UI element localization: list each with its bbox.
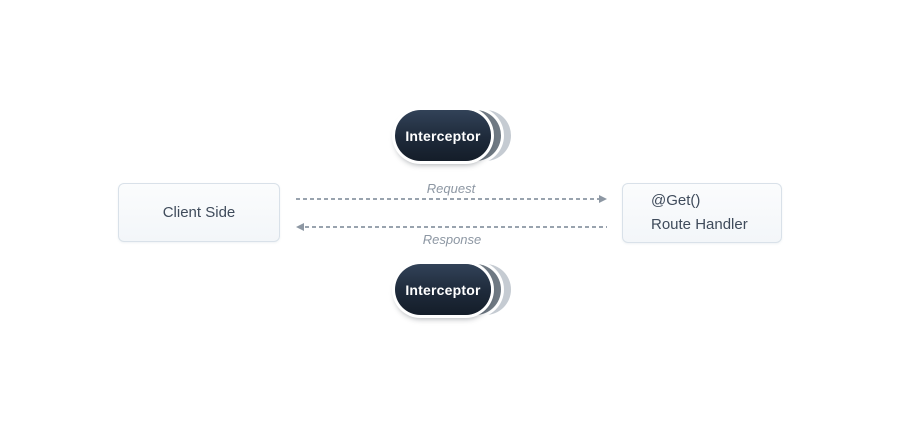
request-label: Request: [426, 181, 476, 196]
response-label: Response: [422, 232, 482, 247]
response-arrowhead-icon: [296, 223, 304, 231]
interceptor-bottom-label: Interceptor: [405, 281, 481, 298]
route-handler-box: @Get() Route Handler: [622, 183, 782, 243]
interceptor-pill: Interceptor: [395, 110, 491, 161]
route-handler-decorator: @Get(): [651, 192, 701, 209]
interceptor-top-label: Interceptor: [405, 127, 481, 144]
response-arrow: [305, 226, 607, 228]
client-side-box: Client Side: [118, 183, 280, 242]
interceptor-pill-bottom: Interceptor: [395, 264, 513, 315]
interceptor-pill: Interceptor: [395, 264, 491, 315]
route-handler-label: Route Handler: [651, 216, 748, 233]
request-arrowhead-icon: [599, 195, 607, 203]
interceptor-pill-top: Interceptor: [395, 110, 513, 161]
client-side-label: Client Side: [162, 204, 236, 221]
request-arrow: [296, 198, 599, 200]
